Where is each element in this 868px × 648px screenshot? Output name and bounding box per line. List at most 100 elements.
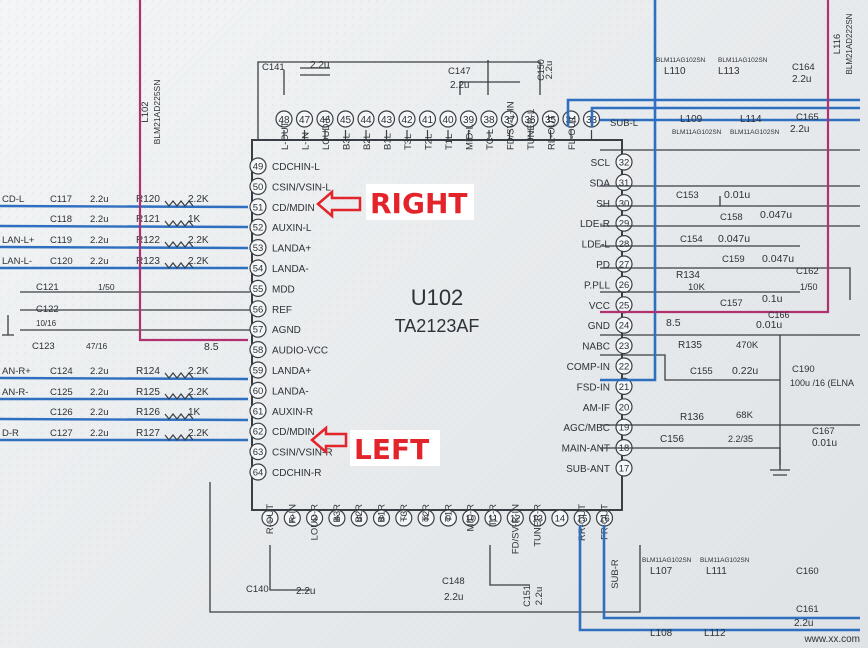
pin-11-number: 11	[488, 514, 498, 525]
resistor-value: 2.2K	[188, 256, 209, 267]
pin-16-number: 16	[599, 514, 610, 525]
comp-in-line	[600, 0, 657, 382]
ground-symbol	[770, 335, 790, 476]
component-label: C121	[36, 282, 59, 293]
pin-54-number: 54	[253, 264, 264, 275]
pin-42-marker	[398, 110, 416, 128]
capacitor-value: 2.2u	[90, 256, 109, 267]
pin-7-number: 7	[401, 514, 406, 525]
pin-32-name: SCL	[591, 158, 611, 169]
resistor-ref: R126	[136, 407, 160, 418]
pin-6-number: 6	[379, 514, 384, 525]
right-arrow-icon	[316, 189, 362, 219]
pin-38-name: TC-L	[485, 129, 496, 150]
pin-30-name: SH	[596, 199, 610, 210]
component-label: 2.2/35	[728, 434, 753, 444]
pin-50-number: 50	[253, 182, 264, 193]
blue-signal-lines	[566, 0, 860, 632]
pin-52-name: AUXIN-L	[272, 223, 312, 234]
pin-24-name: GND	[588, 321, 610, 332]
capacitor-value: 2.2u	[90, 214, 109, 225]
component-label: C160	[796, 566, 819, 577]
bottom-ground-loop	[209, 482, 641, 613]
capacitor-ref: C124	[50, 366, 73, 377]
pin-26-number: 26	[619, 280, 630, 291]
component-label: 470K	[736, 340, 759, 351]
pin-39-number: 39	[463, 115, 475, 126]
pin-51-marker	[249, 198, 267, 216]
pin-35-number: 35	[545, 115, 557, 126]
pin-17-name: SUB-ANT	[566, 464, 610, 475]
pin-29-number: 29	[619, 219, 630, 230]
resistor-ref: R127	[136, 428, 160, 439]
component-label: C166	[768, 310, 790, 320]
component-label: 2.2u	[794, 618, 813, 629]
pin-25-number: 25	[619, 300, 630, 311]
component-label: 0.047u	[762, 253, 794, 265]
rl-out-line	[590, 106, 860, 127]
pin-36-name: TUNER-L	[526, 109, 537, 150]
pin-39-marker	[459, 110, 478, 128]
pin-41-name: T2L	[424, 134, 435, 150]
component-label: BLM11AG102SN	[656, 57, 706, 64]
pin-47-number: 47	[299, 115, 311, 126]
component-label: C165	[796, 112, 819, 123]
resistor-value: 2.2K	[188, 387, 209, 398]
component-label: 10K	[688, 282, 706, 293]
fl-out-line	[566, 98, 860, 127]
resistor-symbol	[164, 393, 194, 400]
pin-2-number: 2	[290, 514, 295, 525]
pin-41-marker	[418, 110, 437, 128]
pin-56-number: 56	[253, 304, 264, 315]
pin-4-marker	[328, 509, 346, 527]
pin-24-marker	[615, 316, 633, 334]
pin-61-name: AUXIN-R	[272, 407, 313, 418]
resistor-symbol	[164, 200, 194, 207]
component-label: 8.5	[666, 317, 681, 329]
component-label-rotated: 2.2u	[534, 587, 545, 606]
pin-9-name: T1R	[443, 504, 454, 522]
input-line	[0, 417, 249, 422]
pin-34-number: 34	[565, 115, 577, 126]
pin-28-number: 28	[619, 239, 630, 250]
pin-48-number: 48	[278, 115, 290, 126]
pin-27-name: PD	[596, 260, 610, 271]
pin-53-number: 53	[253, 243, 264, 254]
pin-51-name: CD/MDIN	[272, 203, 315, 214]
pin-57-name: AGND	[272, 325, 301, 336]
component-label: SUB-L	[610, 118, 638, 129]
resistor-symbol	[164, 262, 194, 269]
pin-54-name: LANDA-	[272, 264, 309, 275]
pin-12-marker	[506, 509, 524, 527]
pin-21-marker	[615, 377, 633, 395]
component-label: C161	[796, 604, 819, 615]
pin-60-number: 60	[253, 386, 264, 397]
pin-45-marker	[336, 110, 355, 128]
pin-20-marker	[615, 398, 633, 416]
pin-13-name: TUNER-R	[533, 504, 544, 547]
capacitor-value: 2.2u	[90, 235, 109, 246]
pin-17-marker	[615, 459, 633, 477]
pin-55-number: 55	[253, 284, 264, 295]
pin-4-number: 4	[334, 514, 339, 525]
pin-38-marker	[480, 110, 498, 128]
component-label: 0.01u	[756, 319, 782, 331]
resistor-symbol	[164, 434, 194, 441]
pin-5-number: 5	[357, 514, 362, 525]
top-ground-loop	[257, 61, 541, 140]
pin-40-marker	[439, 110, 457, 128]
pin-32-marker	[615, 153, 633, 171]
pin-20-name: AM-IF	[583, 403, 610, 414]
watermark: www.xx.com	[803, 634, 860, 645]
pin-60-marker	[249, 381, 267, 399]
net-label: AN-R+	[2, 366, 31, 377]
pin-7-name: T3R	[399, 504, 410, 522]
pin-58-number: 58	[253, 345, 264, 356]
pin-58-name: AUDIO-VCC	[272, 346, 328, 357]
pin-61-number: 61	[253, 406, 264, 417]
component-label: C164	[792, 62, 815, 73]
pin-2-marker	[283, 509, 301, 527]
component-label: 0.047u	[760, 209, 792, 221]
resistor-value: 2.2K	[188, 235, 209, 246]
